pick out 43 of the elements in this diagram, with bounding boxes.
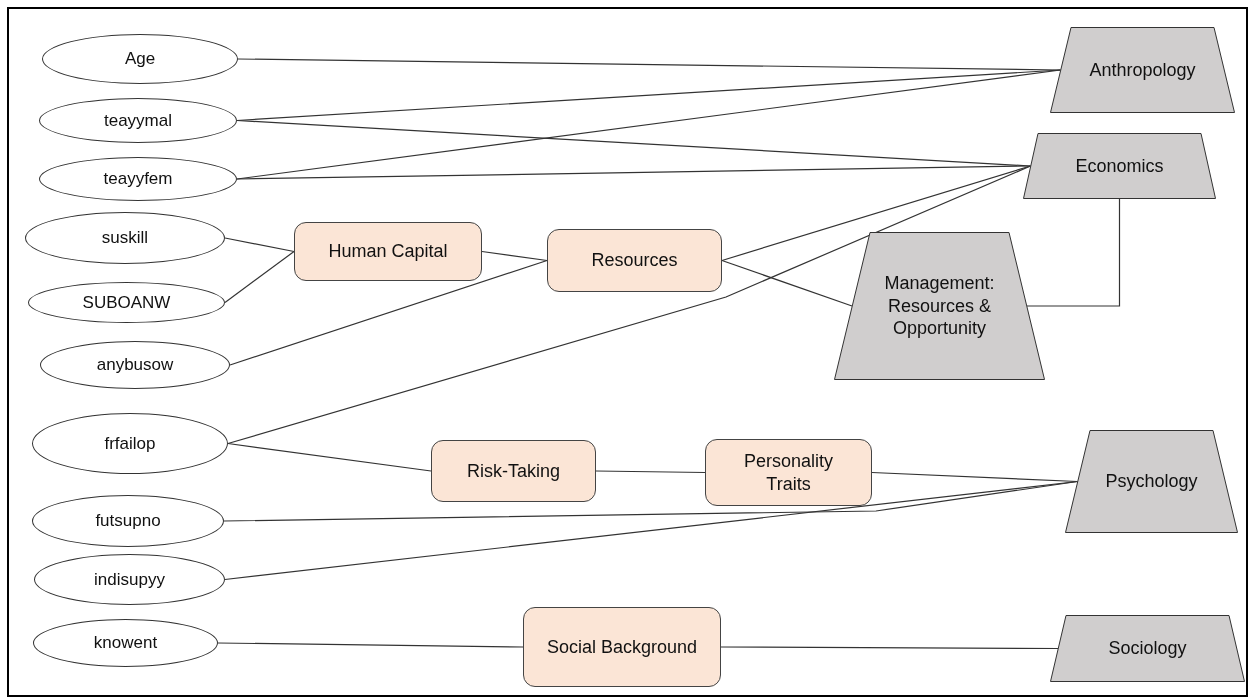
connector-line — [236, 165, 1032, 180]
node-label: Sociology — [1107, 637, 1188, 660]
connector-line — [1026, 198, 1121, 307]
connector-line — [721, 259, 853, 307]
node-label: teayyfem — [102, 168, 174, 190]
node-label: Risk-Taking — [466, 459, 561, 483]
discipline-trapezoid — [1023, 133, 1216, 199]
construct-box — [523, 607, 721, 687]
connector-line — [720, 646, 1059, 650]
discipline-trapezoid — [1050, 615, 1245, 682]
node-label: frfailop — [103, 432, 157, 455]
construct-box — [705, 439, 872, 506]
construct-box — [294, 222, 482, 281]
node-label: Anthropology — [1088, 58, 1197, 82]
node-label: Social Background — [545, 635, 699, 659]
node-label: Personality Traits — [742, 450, 834, 495]
discipline-trapezoid — [1065, 430, 1238, 533]
node-label: anybusow — [95, 354, 175, 376]
construct-box — [431, 440, 596, 502]
node-label: Age — [123, 48, 157, 70]
node-label: Management: Resources & Opportunity — [883, 272, 996, 340]
node-label: SUBOANW — [81, 291, 172, 314]
connector-line — [481, 250, 548, 262]
connector-line — [224, 237, 295, 253]
node-label: indisupyy — [93, 568, 166, 591]
discipline-trapezoid — [1050, 27, 1235, 113]
connector-line — [227, 442, 432, 472]
connector-line — [217, 642, 524, 648]
connector-line — [224, 250, 295, 304]
construct-box — [547, 229, 722, 292]
node-label: knowent — [92, 632, 159, 654]
node-label: teayymal — [103, 109, 173, 132]
node-label: Human Capital — [327, 240, 449, 263]
node-label: Economics — [1074, 154, 1165, 178]
discipline-trapezoid — [834, 232, 1045, 380]
connector-line — [229, 259, 548, 366]
connector-line — [224, 480, 1079, 581]
connector-line — [595, 470, 706, 474]
node-label: futsupno — [94, 510, 162, 532]
node-label: suskill — [100, 227, 150, 249]
connector-line — [227, 165, 1032, 445]
node-label: Resources — [590, 249, 679, 272]
node-label: Psychology — [1104, 470, 1199, 493]
